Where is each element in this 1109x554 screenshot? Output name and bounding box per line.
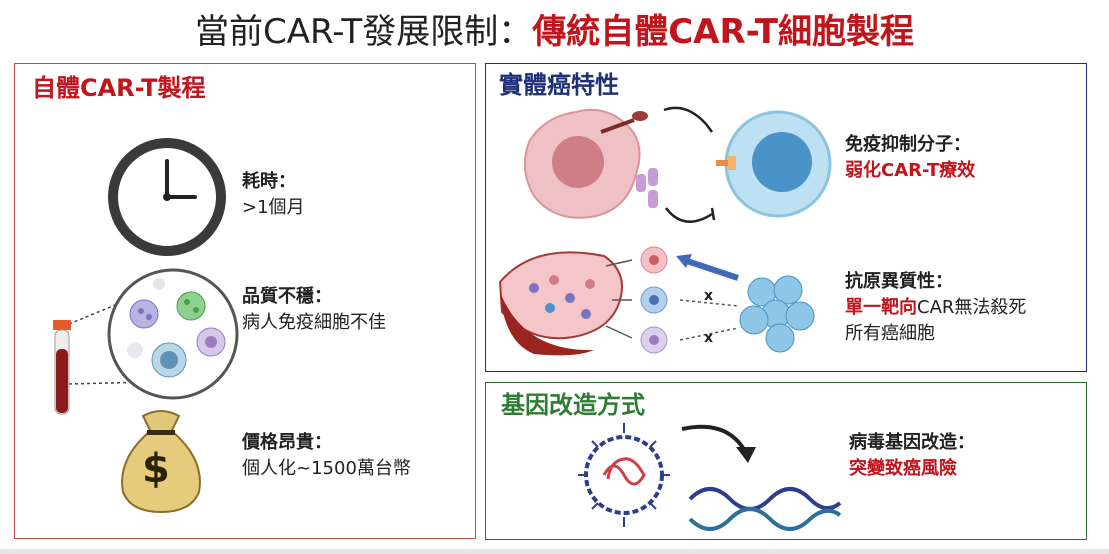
- x-mark-1: x: [704, 288, 714, 304]
- item-heterogeneity-label: 抗原異質性：: [845, 271, 953, 292]
- page-title: 當前CAR-T發展限制：傳統自體CAR-T細胞製程: [0, 9, 1109, 55]
- title-prefix: 當前CAR-T發展限制：: [195, 12, 533, 52]
- panel-title-gene: 基因改造方式: [501, 391, 645, 419]
- gene-modification-panel: 基因改造方式 病毒基因改造： 突變致癌風險: [485, 382, 1087, 540]
- item-heterogeneity-line2: 所有癌細胞: [845, 323, 935, 344]
- item-quality-detail: 病人免疫細胞不佳: [242, 312, 386, 333]
- item-price-detail: 個人化~1500萬台幣: [242, 458, 411, 479]
- item-immunosuppression-label: 免疫抑制分子：: [845, 134, 971, 155]
- item-viral-label: 病毒基因改造：: [849, 432, 975, 453]
- virus-dna-illustration-icon: [578, 423, 842, 531]
- blood-cells-magnifier-icon: [53, 268, 239, 415]
- item-quality-label: 品質不穩：: [242, 286, 332, 307]
- item-heterogeneity: 抗原異質性： 單一靶向CAR無法殺死 所有癌細胞: [845, 269, 1026, 347]
- solid-tumor-panel: 實體癌特性 免疫抑制分子： 弱化CAR-T療效: [485, 63, 1087, 372]
- item-price-label: 價格昂貴：: [242, 432, 332, 453]
- title-highlight: 傳統自體CAR-T細胞製程: [532, 12, 914, 52]
- panel-title-tumor: 實體癌特性: [499, 71, 619, 99]
- autologous-process-panel: 自體CAR-T製程 耗時： >1個月 品質不穩： 病人免疫細胞不佳: [14, 63, 476, 539]
- item-viral: 病毒基因改造： 突變致癌風險: [849, 430, 975, 482]
- item-time-detail: >1個月: [242, 197, 305, 218]
- item-price: 價格昂貴： 個人化~1500萬台幣: [242, 430, 411, 482]
- item-heterogeneity-highlight: 單一靶向: [845, 297, 917, 318]
- immunosuppression-illustration-icon: [523, 106, 832, 223]
- item-immunosuppression: 免疫抑制分子： 弱化CAR-T療效: [845, 132, 975, 184]
- x-mark-2: x: [704, 330, 714, 346]
- item-time-label: 耗時：: [242, 171, 296, 192]
- item-time: 耗時： >1個月: [242, 169, 305, 221]
- clock-icon: [108, 138, 226, 256]
- antigen-heterogeneity-illustration-icon: [498, 246, 815, 356]
- item-immunosuppression-detail: 弱化CAR-T療效: [845, 160, 976, 181]
- item-heterogeneity-rest: CAR無法殺死: [917, 297, 1027, 318]
- panel-title-process: 自體CAR-T製程: [32, 74, 206, 102]
- item-viral-detail: 突變致癌風險: [849, 458, 957, 479]
- money-symbol: $: [142, 446, 170, 492]
- item-quality: 品質不穩： 病人免疫細胞不佳: [242, 284, 386, 336]
- bottom-divider: [0, 549, 1109, 554]
- money-bag-icon: [121, 410, 201, 514]
